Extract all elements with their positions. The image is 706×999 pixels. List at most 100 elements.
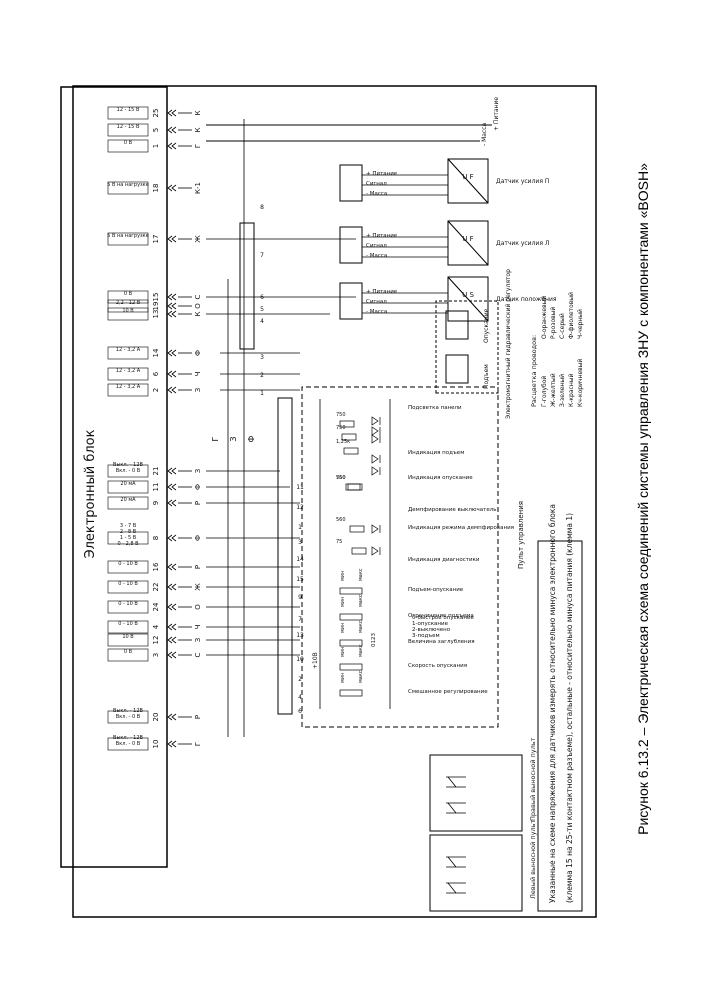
pin-voltage: 5 В на нагрузке <box>107 233 149 239</box>
resistor <box>341 433 357 441</box>
pin-number: 19 <box>152 302 160 311</box>
pin-number: 1 <box>152 144 160 148</box>
pin-8: 80 - 2,8 В1 - 5 В2 - 8 В3 - 7 ВФ <box>107 523 202 547</box>
pin-number: 20 <box>152 713 160 722</box>
panel-function-label: Подъем-опускание <box>408 587 464 593</box>
pin-wire-code: О <box>194 303 202 309</box>
pin-wire-code: К-1 <box>194 182 202 194</box>
led <box>371 454 381 464</box>
pin-voltage: Вкл. - 0 В <box>116 714 141 720</box>
pin-voltage: Вкл. - 0 В <box>116 741 141 747</box>
pin-number: 9 <box>152 501 160 505</box>
connector-pin-number: 7 <box>260 252 264 259</box>
control-panel-label: Пульт управления <box>517 501 525 569</box>
resistor <box>349 525 365 533</box>
panel-function-label: Смешанное регулирование <box>408 689 488 695</box>
pin-voltage: 20 мА <box>120 497 136 503</box>
sensor-gauge-label: U S <box>462 291 474 299</box>
resistor <box>343 447 359 455</box>
resistor <box>347 483 363 491</box>
remote-switch <box>446 802 466 814</box>
pin-wire-code: К <box>194 127 202 132</box>
remote-switch <box>446 856 466 868</box>
panel-function-label: Индикация опускание <box>408 475 473 481</box>
pin-voltage: 1 - 5 В <box>120 535 137 541</box>
connector-pin-number: 6 <box>260 294 264 301</box>
power-ground-label: - Масса <box>481 122 488 146</box>
pot-max-label: макс <box>358 644 364 657</box>
legend-entry: Ж-желтый <box>550 373 557 407</box>
pot-min-label: мин <box>340 571 346 581</box>
resistor <box>339 420 355 428</box>
connector-pin-number: 9 <box>298 594 302 601</box>
potentiometer <box>339 587 363 595</box>
switch-digits-label: 0123 <box>371 633 377 647</box>
pin-number: 4 <box>152 624 160 629</box>
pin-number: 21 <box>152 467 160 476</box>
note-line-1: Указанные на схеме напряжения для датчик… <box>548 504 557 903</box>
pin-voltage: 0 В <box>124 649 133 655</box>
pin-number: 16 <box>152 562 160 571</box>
connector-pin-number: 1 <box>298 524 302 531</box>
connector-pin-number: 8 <box>260 204 264 211</box>
resistor <box>351 547 367 555</box>
pot-max-label: макс <box>358 568 364 581</box>
sensor-gauge-label: U F <box>462 173 473 181</box>
pot-min-label: мин <box>340 623 346 633</box>
pin-wire-code: Ф <box>194 535 202 541</box>
potentiometer <box>339 663 363 671</box>
power-rails: + Питание - Масса <box>206 97 500 146</box>
pin-voltage: 0 В <box>124 291 133 297</box>
pin-wire-code: З <box>194 637 202 642</box>
connector-pin-number: 2 <box>260 372 264 379</box>
pin-number: 14 <box>152 348 160 357</box>
resistor-value: 750 <box>336 475 346 481</box>
connector-pin-number: 6 <box>298 708 302 715</box>
legend-entry: О-оранжевый <box>541 296 548 339</box>
connector-pin-number: 7 <box>298 616 302 623</box>
pin-number: 12 <box>152 636 160 645</box>
sensor-terminal: + Питание <box>366 289 398 295</box>
pin-wire-code: С <box>194 294 202 299</box>
led <box>371 434 381 444</box>
led <box>371 426 381 436</box>
pin-voltage: 12 - 3,2 А <box>116 384 141 390</box>
pin-voltage: 2 - 8 В <box>120 529 137 535</box>
sensor-terminal: - Масса <box>366 309 387 315</box>
potentiometer <box>339 639 363 647</box>
legend-entry: К-красный <box>568 374 575 407</box>
panel-connector <box>277 397 293 715</box>
connector-pin-number: 3 <box>260 354 264 361</box>
resistor-value: 750 <box>336 412 346 418</box>
pin-voltage: 10 В <box>122 634 134 640</box>
panel-function-label: Подсветка панели <box>408 405 462 411</box>
pin-number: 22 <box>152 583 160 592</box>
pin-voltage: 0 - 2,8 В <box>117 541 139 547</box>
control-panel-outline <box>301 386 499 728</box>
connector-pin-number: 11 <box>296 484 304 491</box>
pin-wire-code: Г <box>194 742 202 746</box>
panel-function-label: Индикация диагностики <box>408 557 480 563</box>
note-line-2: (клемма 15 на 25-ти контактном разъеме),… <box>565 513 574 903</box>
pin-wire-code: Ч <box>194 624 202 629</box>
legend-entry: З-зеленый <box>559 374 566 407</box>
sensor-terminal: + Питание <box>366 233 398 239</box>
electronic-block: Электронный блок <box>60 86 168 868</box>
pin-number: 17 <box>152 235 160 244</box>
legend-entry: Кч-коричневый <box>577 359 584 407</box>
sensor-connector <box>239 222 255 350</box>
pin-voltage: 12 - 15 В <box>117 107 140 113</box>
